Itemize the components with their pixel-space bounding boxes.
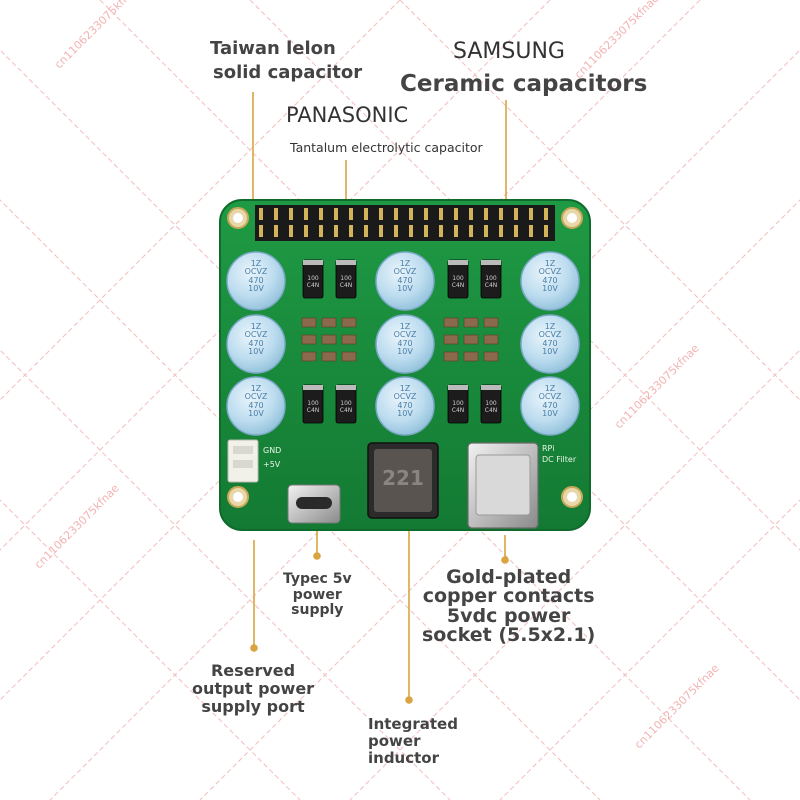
leader-dot-gold [501, 556, 509, 564]
label-typec: Typec 5v power supply [283, 571, 352, 619]
power-inductor [367, 442, 439, 519]
silk-filter: DC Filter [542, 455, 577, 464]
solid-cap [226, 251, 286, 311]
typec-connector [287, 484, 341, 524]
label-inductor: Integrated power inductor [368, 715, 458, 767]
label-gold: Gold-plated copper contacts 5vdc power s… [422, 566, 596, 647]
solid-cap [520, 314, 580, 374]
label-tantalum: Tantalum electrolytic capacitor [290, 140, 483, 155]
inductor-code: 221 [382, 466, 424, 490]
label-taiwan-line1: Taiwan lelon [210, 38, 336, 59]
gpio-header [255, 205, 555, 241]
label-samsung: SAMSUNG [453, 39, 565, 64]
ceramic-cap-grid [301, 317, 499, 362]
silk-rpi: RPi [542, 444, 555, 453]
leader-dot-inductor [405, 696, 413, 704]
solid-capacitors [226, 251, 580, 436]
solid-cap [520, 251, 580, 311]
silk-5v: +5V [263, 460, 281, 469]
dc-barrel-jack [467, 442, 539, 529]
solid-cap [375, 251, 435, 311]
label-panasonic: PANASONIC [286, 103, 409, 127]
solid-cap [375, 376, 435, 436]
solid-cap [520, 376, 580, 436]
solid-cap [226, 376, 286, 436]
leader-dot-typec [313, 552, 321, 560]
solid-cap [226, 314, 286, 374]
mounting-holes [227, 207, 583, 508]
output-port [227, 439, 259, 483]
solid-cap [375, 314, 435, 374]
label-reserved: Reserved output power supply port [192, 661, 315, 717]
leader-dot-reserved [250, 644, 258, 652]
silk-gnd: GND [263, 446, 282, 455]
label-ceramic: Ceramic capacitors [400, 71, 648, 97]
label-taiwan-line2: solid capacitor [213, 62, 363, 83]
